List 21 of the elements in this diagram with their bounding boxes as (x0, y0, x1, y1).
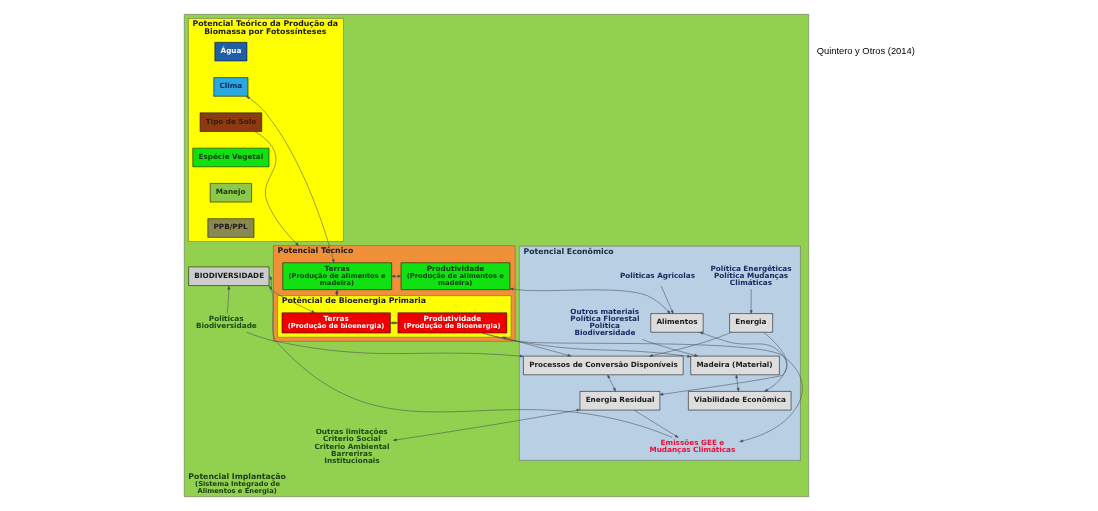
arrow (699, 332, 787, 392)
arrow (633, 409, 678, 438)
arrow (606, 374, 616, 392)
arrow (641, 339, 698, 357)
arrow (245, 332, 524, 358)
arrow (391, 274, 401, 278)
label: Quintero y Otros (2014) (816, 45, 915, 56)
arrow (392, 408, 580, 442)
arrow (659, 332, 787, 396)
arrow (253, 131, 299, 246)
arrow (501, 336, 571, 357)
arrow (226, 285, 230, 314)
arrow (660, 285, 673, 314)
arrow (245, 96, 334, 263)
arrow (269, 276, 315, 313)
arrow (509, 287, 670, 314)
arrow (481, 332, 803, 443)
arrow (734, 374, 739, 392)
arrow (268, 285, 673, 438)
arrow (749, 289, 752, 314)
arrow (648, 332, 731, 357)
